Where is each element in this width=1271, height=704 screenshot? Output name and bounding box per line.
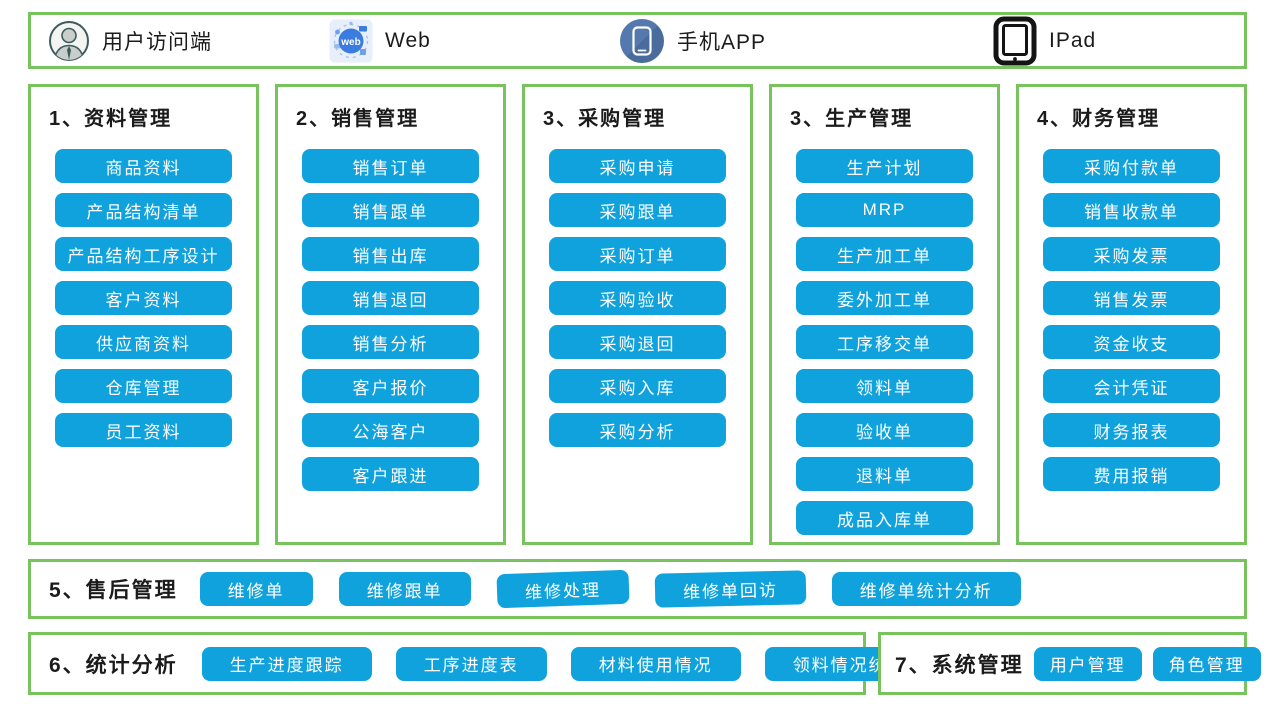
module-column-production: 3、生产管理 生产计划 MRP 生产加工单委外加工单工序移交单领料单验收单退料单成品… [769,84,1000,545]
module-button[interactable]: 采购验收 [549,281,726,315]
module-button[interactable]: 退料单 [796,457,973,491]
module-button[interactable]: 采购分析 [549,413,726,447]
header-item-mobile-app: 手机APP [619,15,766,66]
module-button[interactable]: 客户报价 [302,369,479,403]
module-button[interactable]: 销售收款单 [1043,193,1220,227]
module-button[interactable]: 采购退回 [549,325,726,359]
module-button[interactable]: 验收单 [796,413,973,447]
user-access-header: 用户访问端 web Web [28,12,1247,69]
column-title: 3、采购管理 [543,108,667,130]
module-button[interactable]: 财务报表 [1043,413,1220,447]
column-buttons: 采购申请采购跟单采购订单采购验收采购退回采购入库采购分析 [525,149,750,447]
module-button[interactable]: MRP [796,193,973,227]
module-button[interactable]: 采购入库 [549,369,726,403]
module-button[interactable]: 销售退回 [302,281,479,315]
module-button[interactable]: 采购申请 [549,149,726,183]
module-button[interactable]: 采购跟单 [549,193,726,227]
module-button[interactable]: 成品入库单 [796,501,973,535]
module-button[interactable]: 供应商资料 [55,325,232,359]
column-buttons: 销售订单销售跟单销售出库销售退回销售分析客户报价公海客户客户跟进 [278,149,503,491]
column-title: 3、生产管理 [790,108,914,130]
module-button[interactable]: 客户资料 [55,281,232,315]
module-button[interactable]: 会计凭证 [1043,369,1220,403]
module-button[interactable]: 维修单统计分析 [831,572,1021,606]
row-title: 7、系统管理 [895,653,1024,677]
module-button[interactable]: 生产进度跟踪 [201,646,372,681]
module-button[interactable]: 采购订单 [549,237,726,271]
header-item-user-access: 用户访问端 [48,15,212,66]
module-column-sales: 2、销售管理 销售订单销售跟单销售出库销售退回销售分析客户报价公海客户客户跟进 [275,84,506,545]
module-button[interactable]: 费用报销 [1043,457,1220,491]
row-title: 6、统计分析 [49,653,178,677]
module-button[interactable]: 资金收支 [1043,325,1220,359]
module-column-purchase: 3、采购管理 采购申请采购跟单采购订单采购验收采购退回采购入库采购分析 [522,84,753,545]
module-button[interactable]: 销售分析 [302,325,479,359]
column-buttons: 生产计划 MRP 生产加工单委外加工单工序移交单领料单验收单退料单成品入库单 [772,149,997,535]
column-buttons: 商品资料产品结构清单产品结构工序设计客户资料供应商资料仓库管理员工资料 [31,149,256,447]
module-button[interactable]: 维修处理 [496,569,630,609]
module-button[interactable]: 销售发票 [1043,281,1220,315]
module-button[interactable]: 仓库管理 [55,369,232,403]
module-button[interactable]: 销售出库 [302,237,479,271]
module-column-finance: 4、财务管理 采购付款单销售收款单采购发票销售发票资金收支会计凭证财务报表费用报… [1016,84,1247,545]
module-button[interactable]: 采购发票 [1043,237,1220,271]
module-button[interactable]: 工序移交单 [796,325,973,359]
module-button[interactable]: 材料使用情况 [570,646,741,681]
row-title: 5、售后管理 [49,579,178,602]
module-button[interactable]: 产品结构清单 [55,193,232,227]
statistics-box: 6、统计分析 生产进度跟踪工序进度表材料使用情况领料情况统计 [28,632,935,695]
after-sales-box: 5、售后管理 维修单维修跟单维修处理维修单回访维修单统计分析 [28,559,1247,619]
column-title: 1、资料管理 [49,108,173,130]
module-button[interactable]: 委外加工单 [796,281,973,315]
header-label: Web [385,28,431,52]
column-title: 2、销售管理 [296,108,420,130]
modules-grid: 1、资料管理 商品资料产品结构清单产品结构工序设计客户资料供应商资料仓库管理员工… [28,84,1247,545]
module-button[interactable]: 客户跟进 [302,457,479,491]
module-button[interactable]: 员工资料 [55,413,232,447]
column-buttons: 采购付款单销售收款单采购发票销售发票资金收支会计凭证财务报表费用报销 [1019,149,1244,491]
module-button[interactable]: 领料单 [796,369,973,403]
module-button[interactable]: 工序进度表 [395,646,547,681]
module-button[interactable]: 维修单回访 [654,570,807,608]
header-item-web: web Web [329,15,431,66]
column-title: 4、财务管理 [1037,108,1161,130]
module-button[interactable]: 维修跟单 [338,572,471,606]
module-button[interactable]: 维修单 [199,572,313,606]
ipad-icon [993,16,1037,66]
module-button[interactable]: 商品资料 [55,149,232,183]
header-label: IPad [1049,28,1097,52]
header-label: 手机APP [677,30,767,54]
module-button[interactable]: 采购付款单 [1043,149,1220,183]
svg-text:web: web [340,36,360,47]
module-column-data: 1、资料管理 商品资料产品结构清单产品结构工序设计客户资料供应商资料仓库管理员工… [28,84,259,545]
module-button[interactable]: 销售跟单 [302,193,479,227]
phone-icon [619,18,665,64]
after-sales-buttons: 维修单维修跟单维修处理维修单回访维修单统计分析 [199,569,1021,609]
user-icon [48,20,90,62]
module-button[interactable]: 产品结构工序设计 [55,237,232,271]
module-button[interactable]: 角色管理 [1152,646,1261,681]
statistics-buttons: 生产进度跟踪工序进度表材料使用情况领料情况统计 [201,646,935,681]
module-button[interactable]: 生产计划 [796,149,973,183]
system-buttons: 用户管理角色管理 [1033,646,1261,681]
module-button[interactable]: 用户管理 [1033,646,1142,681]
module-button[interactable]: 生产加工单 [796,237,973,271]
system-box: 7、系统管理 用户管理角色管理 [878,632,1261,695]
header-item-ipad: IPad [993,15,1096,66]
web-icon: web [329,19,373,63]
module-button[interactable]: 公海客户 [302,413,479,447]
header-label: 用户访问端 [102,30,212,54]
module-button[interactable]: 销售订单 [302,149,479,183]
